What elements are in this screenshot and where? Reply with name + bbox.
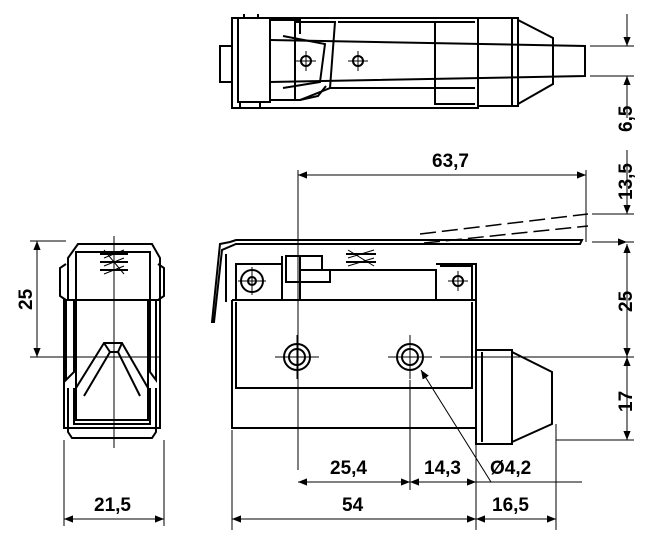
dim-plunger-extension: 16,5 xyxy=(492,495,529,516)
dim-body-length: 54 xyxy=(342,495,364,516)
dim-lever-length: 63,7 xyxy=(432,151,469,172)
dim-plunger-height: 17 xyxy=(616,391,637,412)
front-view: 25 21,5 xyxy=(16,236,165,526)
dim-hole-edge: 14,3 xyxy=(424,458,461,479)
dim-hole-diameter: Ø4,2 xyxy=(490,458,531,479)
dim-front-height: 25 xyxy=(16,288,37,310)
dim-hole-spacing: 25,4 xyxy=(330,458,367,479)
top-view: 6,5 xyxy=(219,14,637,132)
dim-side-height: 25 xyxy=(616,290,637,312)
dim-top-right: 6,5 xyxy=(616,105,637,132)
dim-lever-travel: 13,5 xyxy=(616,163,637,200)
dim-front-width: 21,5 xyxy=(94,495,131,516)
side-view: 63,7 13,5 25 17 25,4 14,3 Ø4,2 54 16,5 xyxy=(210,150,637,530)
